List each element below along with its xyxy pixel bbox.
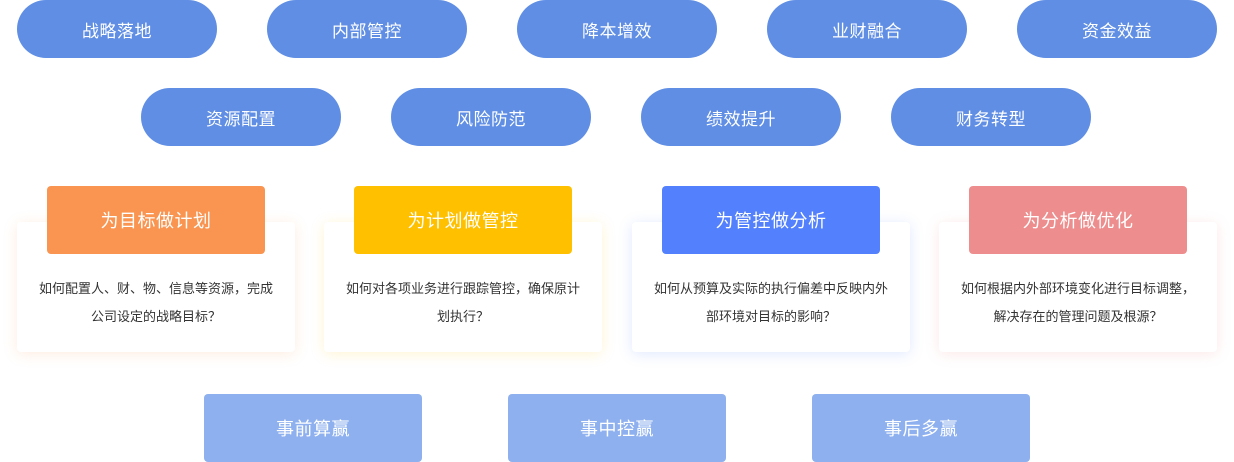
card-title-analysis: 为管控做分析 [662,186,880,254]
card-title-control: 为计划做管控 [354,186,572,254]
goal-pill-cost-efficiency: 降本增效 [517,0,717,58]
card-title-optimize: 为分析做优化 [969,186,1187,254]
card-title-plan: 为目标做计划 [47,186,265,254]
card-desc-optimize: 如何根据内外部环境变化进行目标调整，解决存在的管理问题及根源？ [960,282,1195,325]
card-desc-control: 如何对各项业务进行跟踪管控，确保原计划执行？ [345,282,580,325]
goal-pill-internal-control: 内部管控 [267,0,467,58]
goal-pill-business-finance: 业财融合 [767,0,967,58]
card-desc-plan: 如何配置人、财、物、信息等资源，完成公司设定的战略目标？ [38,282,273,325]
outcome-before: 事前算赢 [204,394,422,462]
outcome-during: 事中控赢 [508,394,726,462]
outcome-after: 事后多赢 [812,394,1030,462]
goal-pill-capital-benefit: 资金效益 [1017,0,1217,58]
goal-pill-strategy: 战略落地 [17,0,217,58]
goal-pill-performance: 绩效提升 [641,88,841,146]
goal-pill-risk-prevention: 风险防范 [391,88,591,146]
card-desc-analysis: 如何从预算及实际的执行偏差中反映内外部环境对目标的影响？ [653,282,888,325]
goal-pill-resource-allocation: 资源配置 [141,88,341,146]
goal-pill-finance-transform: 财务转型 [891,88,1091,146]
